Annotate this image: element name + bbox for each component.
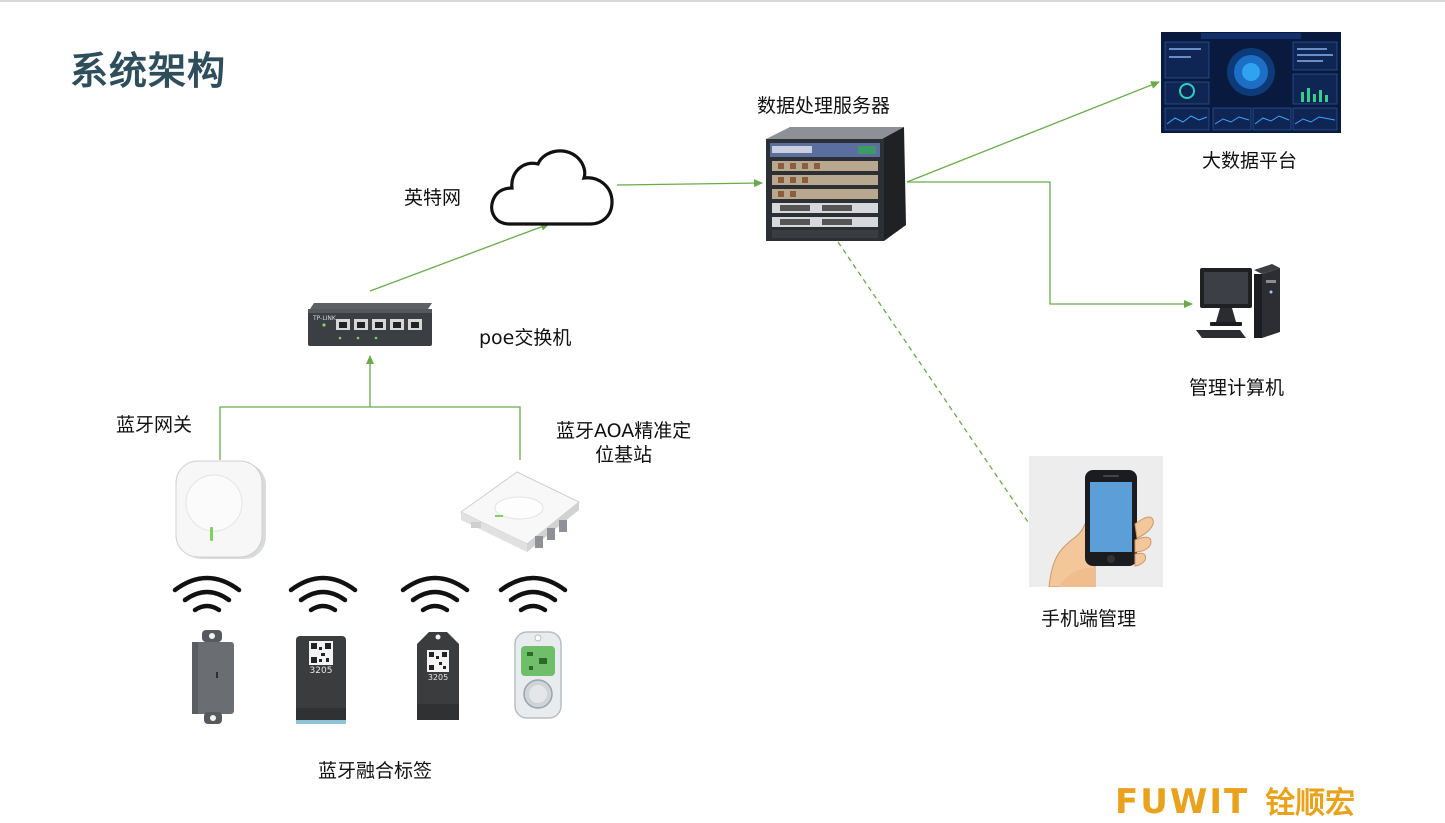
- wireless-signal-icon-2: [288, 575, 358, 613]
- aoa-label-line1: 蓝牙AOA精准定: [556, 420, 692, 442]
- qr-hanger-body-icon: [417, 632, 459, 720]
- qr-tag-body-icon: [296, 636, 346, 724]
- wireless-signal-icon-3: [400, 575, 470, 613]
- brand-logo-cn: 铨顺宏: [1265, 786, 1356, 821]
- dashboard-screen-icon: [1161, 32, 1341, 133]
- arrow-switch-to-cloud: [369, 223, 550, 292]
- smartphone-in-hand-icon: [1029, 456, 1163, 587]
- bluetooth-gateway-icon: [175, 460, 266, 559]
- aoa-label: 蓝牙AOA精准定 位基站: [556, 419, 691, 467]
- bluetooth-tag-box-icon: [192, 630, 234, 724]
- server-label: 数据处理服务器: [757, 95, 891, 117]
- cloud-label: 英特网: [404, 187, 462, 209]
- tags-label: 蓝牙融合标签: [318, 760, 433, 782]
- arrow-cloud-to-server: [616, 179, 763, 188]
- server-rack-icon: [766, 127, 906, 241]
- gateway-label: 蓝牙网关: [116, 414, 193, 436]
- arrow-server-to-bigdata: [906, 81, 1160, 183]
- link-server-to-phone: [837, 241, 1029, 523]
- switch-brand-text: TP-LINK: [312, 315, 337, 322]
- bigdata-label: 大数据平台: [1202, 150, 1298, 172]
- phone-label: 手机端管理: [1041, 608, 1137, 630]
- tag-number-2: 3205: [427, 673, 449, 682]
- pc-label: 管理计算机: [1189, 377, 1285, 399]
- arrow-server-to-pc: [907, 181, 1193, 308]
- cloud-icon: [490, 149, 614, 226]
- bluetooth-tag-qr-card: 3205: [294, 634, 348, 726]
- top-divider: [0, 0, 1445, 2]
- page-title: 系统架构: [70, 49, 227, 93]
- tag-number: 3205: [309, 666, 333, 676]
- switch-label: poe交换机: [479, 327, 572, 349]
- wireless-signal-icon-1: [172, 575, 242, 613]
- aoa-base-station-icon: [460, 471, 580, 552]
- poe-switch-icon: TP-LINK: [308, 303, 432, 346]
- bluetooth-tag-qr-hanger: 3205: [415, 630, 461, 724]
- wireless-signal-icon-4: [498, 575, 568, 613]
- bluetooth-tag-transparent-icon: [514, 631, 562, 719]
- desktop-computer-icon: [1196, 264, 1280, 338]
- link-devices-to-switch: [219, 406, 521, 460]
- aoa-label-line2: 位基站: [595, 444, 653, 466]
- brand-logo-en: FUWIT: [1115, 782, 1250, 822]
- brand-logo: FUWIT 铨顺宏: [1115, 778, 1356, 822]
